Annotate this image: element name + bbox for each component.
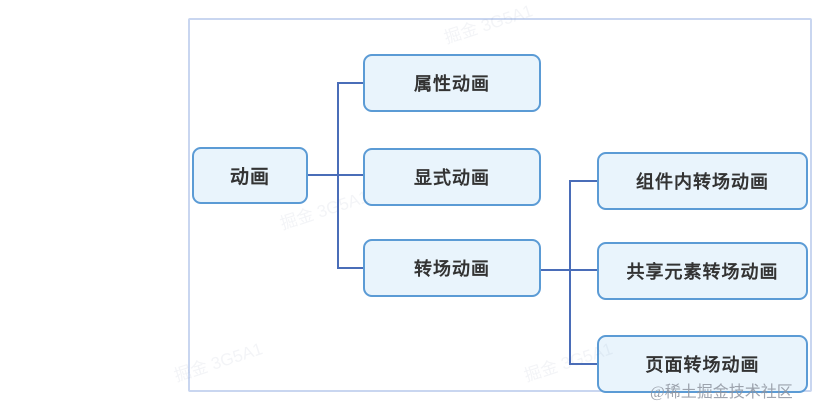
- node-explicit-animation: 显式动画: [363, 148, 541, 206]
- node-animation: 动画: [192, 147, 308, 204]
- connector-root-to-trunk1: [308, 174, 364, 176]
- node-transition-animation: 转场动画: [363, 239, 541, 297]
- connector-trunk1: [337, 82, 339, 269]
- node-label: 组件内转场动画: [636, 172, 769, 192]
- watermark-credit: @稀土掘金技术社区: [650, 384, 793, 401]
- node-component-transition: 组件内转场动画: [597, 152, 808, 210]
- connector-to-component-transition: [570, 180, 597, 182]
- node-label: 动画: [229, 167, 270, 188]
- connector-to-transition-animation: [338, 267, 364, 269]
- node-property-animation: 属性动画: [363, 54, 541, 112]
- connector-trunk2: [569, 180, 571, 365]
- node-label: 共享元素转场动画: [626, 262, 779, 282]
- node-page-transition: 页面转场动画: [597, 335, 808, 393]
- connector-to-property-animation: [338, 82, 364, 84]
- node-label: 转场动画: [414, 259, 490, 279]
- node-label: 显式动画: [414, 168, 490, 188]
- node-label: 属性动画: [414, 74, 490, 94]
- node-shared-element-transition: 共享元素转场动画: [597, 242, 808, 300]
- node-label: 页面转场动画: [645, 355, 760, 375]
- connector-to-page-transition: [570, 363, 597, 365]
